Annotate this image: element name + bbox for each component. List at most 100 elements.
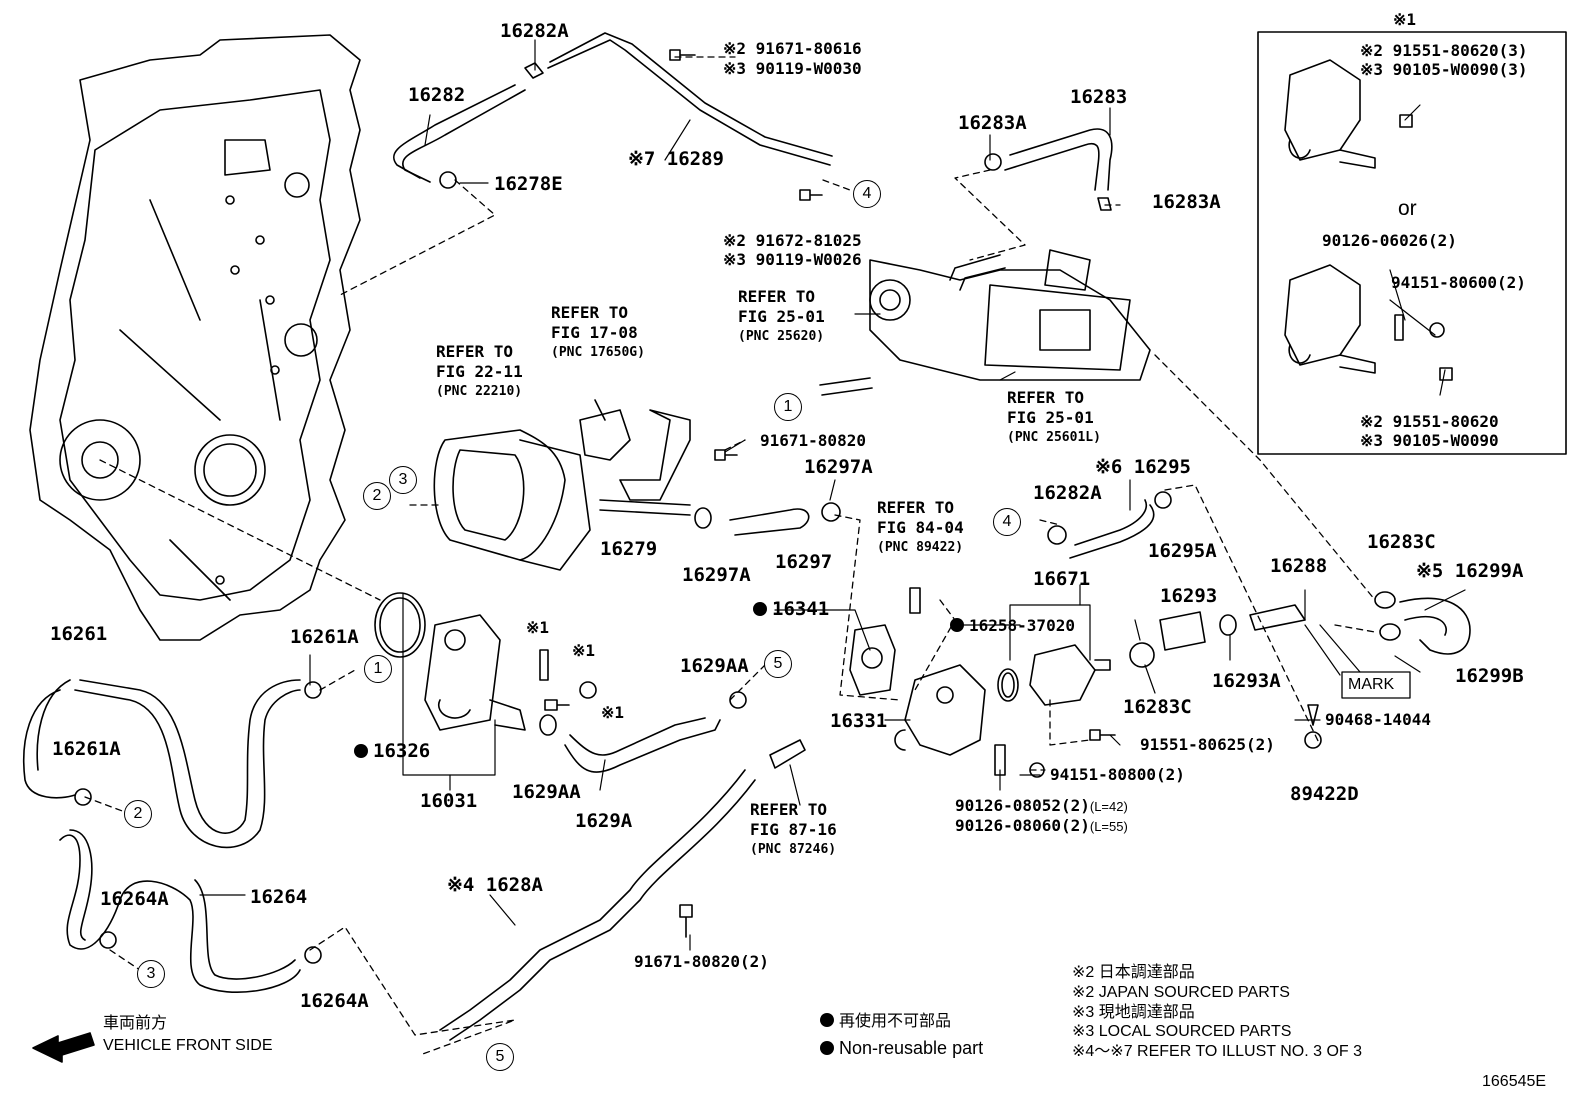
part-16299B: 16299B bbox=[1455, 665, 1524, 687]
bolt-91671-80616: ※2 91671-80616 bbox=[723, 39, 862, 58]
legend-dot-jp: 再使用不可部品 bbox=[820, 1013, 951, 1030]
part-1629AA-bottom: 1629AA bbox=[512, 781, 581, 803]
part-16331: 16331 bbox=[830, 710, 888, 732]
part-16326: 16326 bbox=[354, 742, 430, 761]
part-16283C-top: 16283C bbox=[1367, 531, 1436, 553]
part-16279: 16279 bbox=[600, 538, 658, 560]
part-16264: 16264 bbox=[250, 886, 308, 908]
part-16293: 16293 bbox=[1160, 585, 1218, 607]
part-16278E: 16278E bbox=[494, 173, 563, 195]
part-16283: 16283 bbox=[1070, 86, 1128, 108]
part-16293A: 16293A bbox=[1212, 670, 1281, 692]
mark-box bbox=[1341, 671, 1411, 699]
callout-1-left: 1 bbox=[364, 655, 392, 683]
part-90468-14044: 90468-14044 bbox=[1325, 710, 1431, 729]
legend-note-5: ※4～※7 REFER TO ILLUST NO. 3 OF 3 bbox=[1072, 1043, 1363, 1060]
hoses bbox=[22, 32, 1471, 1041]
part-90126-08052: 90126-08052(2)(L=42) bbox=[955, 796, 1128, 815]
part-94151-80800: 94151-80800(2) bbox=[1050, 765, 1185, 784]
part-1629AA-top: 1629AA bbox=[680, 655, 749, 677]
non-reusable-dot bbox=[820, 1013, 834, 1027]
front-label-jp: 車両前方 bbox=[103, 1015, 168, 1032]
non-reusable-dot bbox=[354, 744, 368, 758]
legend-dot-en: Non-reusable part bbox=[820, 1039, 983, 1057]
callout-4-mid: 4 bbox=[993, 508, 1021, 536]
part-16031: 16031 bbox=[420, 790, 478, 812]
inset-or: or bbox=[1398, 197, 1417, 220]
front-label-en: VEHICLE FRONT SIDE bbox=[103, 1037, 273, 1054]
non-reusable-dot bbox=[820, 1041, 834, 1055]
part-16297A-bottom: 16297A bbox=[682, 564, 751, 586]
legend-note-3: ※3 現地調達部品 bbox=[1072, 1004, 1195, 1021]
inset-frame bbox=[1257, 31, 1567, 455]
part-16297: 16297 bbox=[775, 551, 833, 573]
part-16299A: ※5 16299A bbox=[1416, 560, 1524, 582]
part-16282: 16282 bbox=[408, 84, 466, 106]
inset-stud: 90126-06026(2) bbox=[1322, 231, 1457, 250]
inset-nut: 94151-80600(2) bbox=[1391, 273, 1526, 292]
part-16283A-right: 16283A bbox=[1152, 191, 1221, 213]
part-16297A-top: 16297A bbox=[804, 456, 873, 478]
callout-2-bottom: 2 bbox=[124, 800, 152, 828]
timing-cover bbox=[29, 34, 361, 641]
mark-label: MARK bbox=[1348, 676, 1395, 693]
non-reusable-dot bbox=[950, 618, 964, 632]
part-16258-37020: 16258-37020 bbox=[950, 618, 1075, 634]
part-16295A: 16295A bbox=[1148, 540, 1217, 562]
part-16264A-bottom: 16264A bbox=[300, 990, 369, 1012]
callout-3-bottom: 3 bbox=[137, 960, 165, 988]
part-16671: 16671 bbox=[1033, 568, 1091, 590]
part-16295: ※6 16295 bbox=[1095, 456, 1191, 478]
callout-4-top: 4 bbox=[853, 180, 881, 208]
part-91551-80625: 91551-80625(2) bbox=[1140, 735, 1275, 754]
non-reusable-dot bbox=[753, 602, 767, 616]
callout-2-top: 2 bbox=[363, 482, 391, 510]
part-1629A: 1629A bbox=[575, 810, 633, 832]
length-42: (L=42) bbox=[1089, 799, 1128, 814]
bolt-90119-W0030: ※3 90119-W0030 bbox=[723, 59, 862, 78]
part-89422D: 89422D bbox=[1290, 783, 1359, 805]
inset-title: ※1 bbox=[1393, 10, 1417, 29]
note-x1-stud: ※1 bbox=[526, 618, 550, 637]
inset-top-bolt-2: ※3 90105-W0090(3) bbox=[1360, 60, 1528, 79]
part-16282A-mid: 16282A bbox=[1033, 482, 1102, 504]
note-x1-bolt: ※1 bbox=[601, 703, 625, 722]
bolt-90119-W0026: ※3 90119-W0026 bbox=[723, 250, 862, 269]
bolt-91671-80820-2: 91671-80820(2) bbox=[634, 952, 769, 971]
legend-note-1: ※2 日本調達部品 bbox=[1072, 964, 1195, 981]
inset-bottom-bolt-2: ※3 90105-W0090 bbox=[1360, 431, 1499, 450]
part-16341: 16341 bbox=[753, 600, 829, 619]
part-16261A-left: 16261A bbox=[52, 738, 121, 760]
part-16289: ※7 16289 bbox=[628, 148, 724, 170]
inset-bottom-bolt-1: ※2 91551-80620 bbox=[1360, 412, 1499, 431]
part-16283A-top: 16283A bbox=[958, 112, 1027, 134]
part-16261: 16261 bbox=[50, 623, 108, 645]
callout-1-right: 1 bbox=[774, 393, 802, 421]
part-16282A: 16282A bbox=[500, 20, 569, 42]
callout-5-bottom: 5 bbox=[486, 1043, 514, 1071]
part-90126-08060: 90126-08060(2)(L=55) bbox=[955, 816, 1128, 835]
legend-note-2: ※2 JAPAN SOURCED PARTS bbox=[1072, 984, 1290, 1001]
part-16288: 16288 bbox=[1270, 555, 1328, 577]
part-1628A: ※4 1628A bbox=[447, 874, 543, 896]
callout-5-top: 5 bbox=[764, 650, 792, 678]
legend-note-4: ※3 LOCAL SOURCED PARTS bbox=[1072, 1023, 1292, 1040]
length-55: (L=55) bbox=[1089, 819, 1128, 834]
part-16264A-left: 16264A bbox=[100, 888, 169, 910]
part-16283C-bottom: 16283C bbox=[1123, 696, 1192, 718]
callout-3-top: 3 bbox=[389, 466, 417, 494]
diagram-id: 166545E bbox=[1482, 1073, 1547, 1090]
bolt-91672-81025: ※2 91672-81025 bbox=[723, 231, 862, 250]
front-arrow bbox=[32, 1032, 95, 1063]
part-16261A-top: 16261A bbox=[290, 626, 359, 648]
bolt-91671-80820: 91671-80820 bbox=[760, 431, 866, 450]
inset-top-bolt-1: ※2 91551-80620(3) bbox=[1360, 41, 1528, 60]
